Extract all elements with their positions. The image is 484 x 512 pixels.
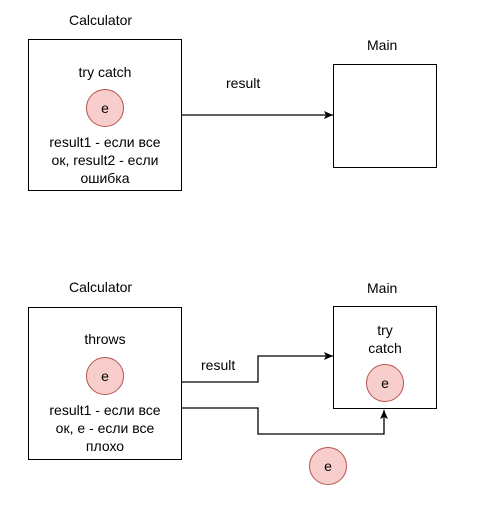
bottom-result-arrow	[181, 352, 333, 383]
bottom-calculator-method: throws	[84, 331, 126, 347]
top-exception-label: e	[101, 100, 109, 116]
top-main-box	[333, 64, 437, 168]
flying-exception-node: e	[309, 447, 347, 485]
top-calculator-note-1: result1 - если все	[49, 134, 161, 150]
bottom-main-exception-node: e	[366, 364, 404, 402]
bottom-main-exception-label: e	[381, 375, 389, 391]
bottom-main-title: Main	[367, 280, 398, 296]
bottom-exception-arrow	[181, 407, 388, 435]
bottom-exception-node: e	[86, 357, 124, 395]
top-calculator-note-2: ок, result2 - если	[51, 152, 159, 168]
bottom-main-method-2: catch	[368, 340, 402, 356]
bottom-calculator-title: Calculator	[69, 279, 133, 295]
bottom-calculator-note-1: result1 - если все	[49, 402, 161, 418]
bottom-calculator-note-2: ок, e - если все	[55, 420, 155, 436]
top-calculator-method: try catch	[78, 64, 132, 80]
top-calculator-title: Calculator	[69, 12, 133, 28]
top-exception-node: e	[86, 89, 124, 127]
bottom-calculator-note-3: плохо	[85, 438, 125, 454]
top-result-label: result	[226, 75, 261, 91]
top-main-title: Main	[367, 37, 398, 53]
bottom-result-label: result	[201, 357, 236, 373]
flying-exception-label: e	[324, 458, 332, 474]
bottom-main-method-1: try	[377, 322, 393, 338]
bottom-exception-label: e	[101, 368, 109, 384]
top-calculator-note-3: ошибка	[80, 170, 130, 186]
